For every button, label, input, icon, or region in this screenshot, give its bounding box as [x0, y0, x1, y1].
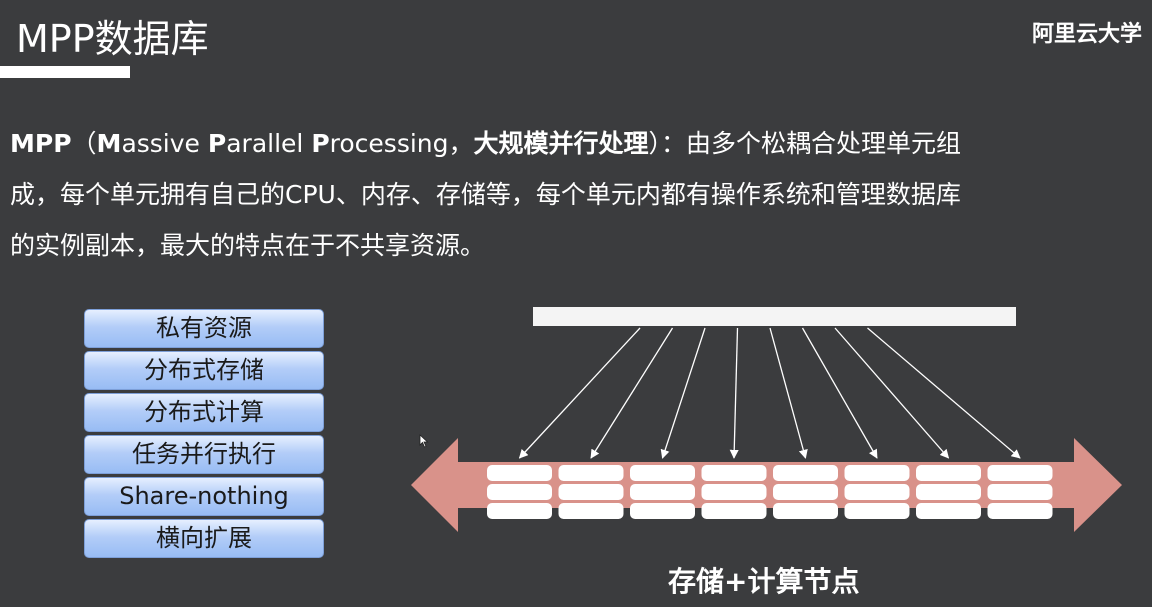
node-disk-layer [844, 503, 910, 519]
node-disk-layer [987, 465, 1053, 481]
intro-definition-start: ）：由多个松耦合处理单元组 [648, 129, 962, 158]
distribution-arrow [660, 327, 706, 459]
node-1 [487, 465, 552, 519]
node-8 [987, 465, 1053, 519]
node-disk-layer [773, 484, 838, 500]
node-disk-layer [773, 503, 838, 519]
distribution-arrow [801, 327, 878, 459]
node-disk-layer [630, 503, 695, 519]
intro-word-p2: rocessing， [329, 129, 474, 158]
feature-private-resources: 私有资源 [84, 309, 324, 348]
node-4 [701, 465, 767, 519]
intro-letter-p2: P [311, 129, 330, 158]
brand-label: 阿里云大学 [1031, 22, 1142, 47]
node-disk-layer [844, 484, 910, 500]
title-underline [0, 66, 130, 78]
intro-chinese-term: 大规模并行处理 [473, 129, 649, 158]
feature-share-nothing: Share-nothing [84, 477, 324, 516]
node-disk-layer [630, 484, 695, 500]
distribution-arrow [518, 327, 641, 459]
node-disk-layer [630, 465, 695, 481]
node-disk-layer [987, 503, 1053, 519]
feature-distributed-compute: 分布式计算 [84, 393, 324, 432]
intro-term: MPP [10, 129, 72, 158]
node-disk-layer [987, 484, 1053, 500]
diagram-caption: 存储+计算节点 [668, 565, 860, 598]
page-title: MPP数据库 [16, 17, 209, 61]
feature-horizontal-scaling: 横向扩展 [84, 519, 324, 558]
intro-letter-m: M [96, 129, 122, 158]
node-disk-layer [844, 465, 910, 481]
coordinator-bar [533, 307, 1016, 326]
node-disk-layer [773, 465, 838, 481]
intro-line-3: 的实例副本，最大的特点在于不共享资源。 [10, 231, 486, 260]
distribution-arrow [834, 327, 950, 459]
intro-word-p1: arallel [226, 129, 312, 158]
node-disk-layer [558, 484, 624, 500]
node-disk-layer [916, 484, 981, 500]
node-disk-layer [487, 465, 552, 481]
intro-line-1: MPP（Massive Parallel Processing，大规模并行处理）… [10, 118, 1090, 169]
feature-distributed-storage: 分布式存储 [84, 351, 324, 390]
node-disk-layer [701, 484, 767, 500]
intro-open-paren: （ [71, 129, 97, 158]
node-disk-layer [487, 503, 552, 519]
node-5 [773, 465, 838, 519]
node-disk-layer [916, 465, 981, 481]
node-disk-layer [558, 465, 624, 481]
intro-word-m: assive [121, 129, 208, 158]
distribution-arrow [769, 327, 808, 459]
distribution-arrow [729, 327, 739, 459]
storage-compute-nodes [487, 465, 1053, 519]
distribution-arrow [867, 327, 1021, 459]
mouse-cursor-icon [419, 434, 429, 448]
node-disk-layer [701, 465, 767, 481]
distribution-arrows [518, 327, 1021, 459]
node-disk-layer [701, 503, 767, 519]
scale-double-arrow [411, 438, 1122, 532]
intro-line-2: 成，每个单元拥有自己的CPU、内存、存储等，每个单元内都有操作系统和管理数据库 [10, 180, 961, 209]
node-disk-layer [487, 484, 552, 500]
node-disk-layer [916, 503, 981, 519]
node-2 [558, 465, 624, 519]
feature-list: 私有资源 分布式存储 分布式计算 任务并行执行 Share-nothing 横向… [84, 309, 324, 561]
node-3 [630, 465, 695, 519]
feature-parallel-tasks: 任务并行执行 [84, 435, 324, 474]
intro-paragraph: MPP（Massive Parallel Processing，大规模并行处理）… [10, 118, 1090, 271]
node-7 [916, 465, 981, 519]
node-disk-layer [558, 503, 624, 519]
node-6 [844, 465, 910, 519]
intro-letter-p1: P [207, 129, 227, 158]
distribution-arrow [590, 327, 674, 459]
